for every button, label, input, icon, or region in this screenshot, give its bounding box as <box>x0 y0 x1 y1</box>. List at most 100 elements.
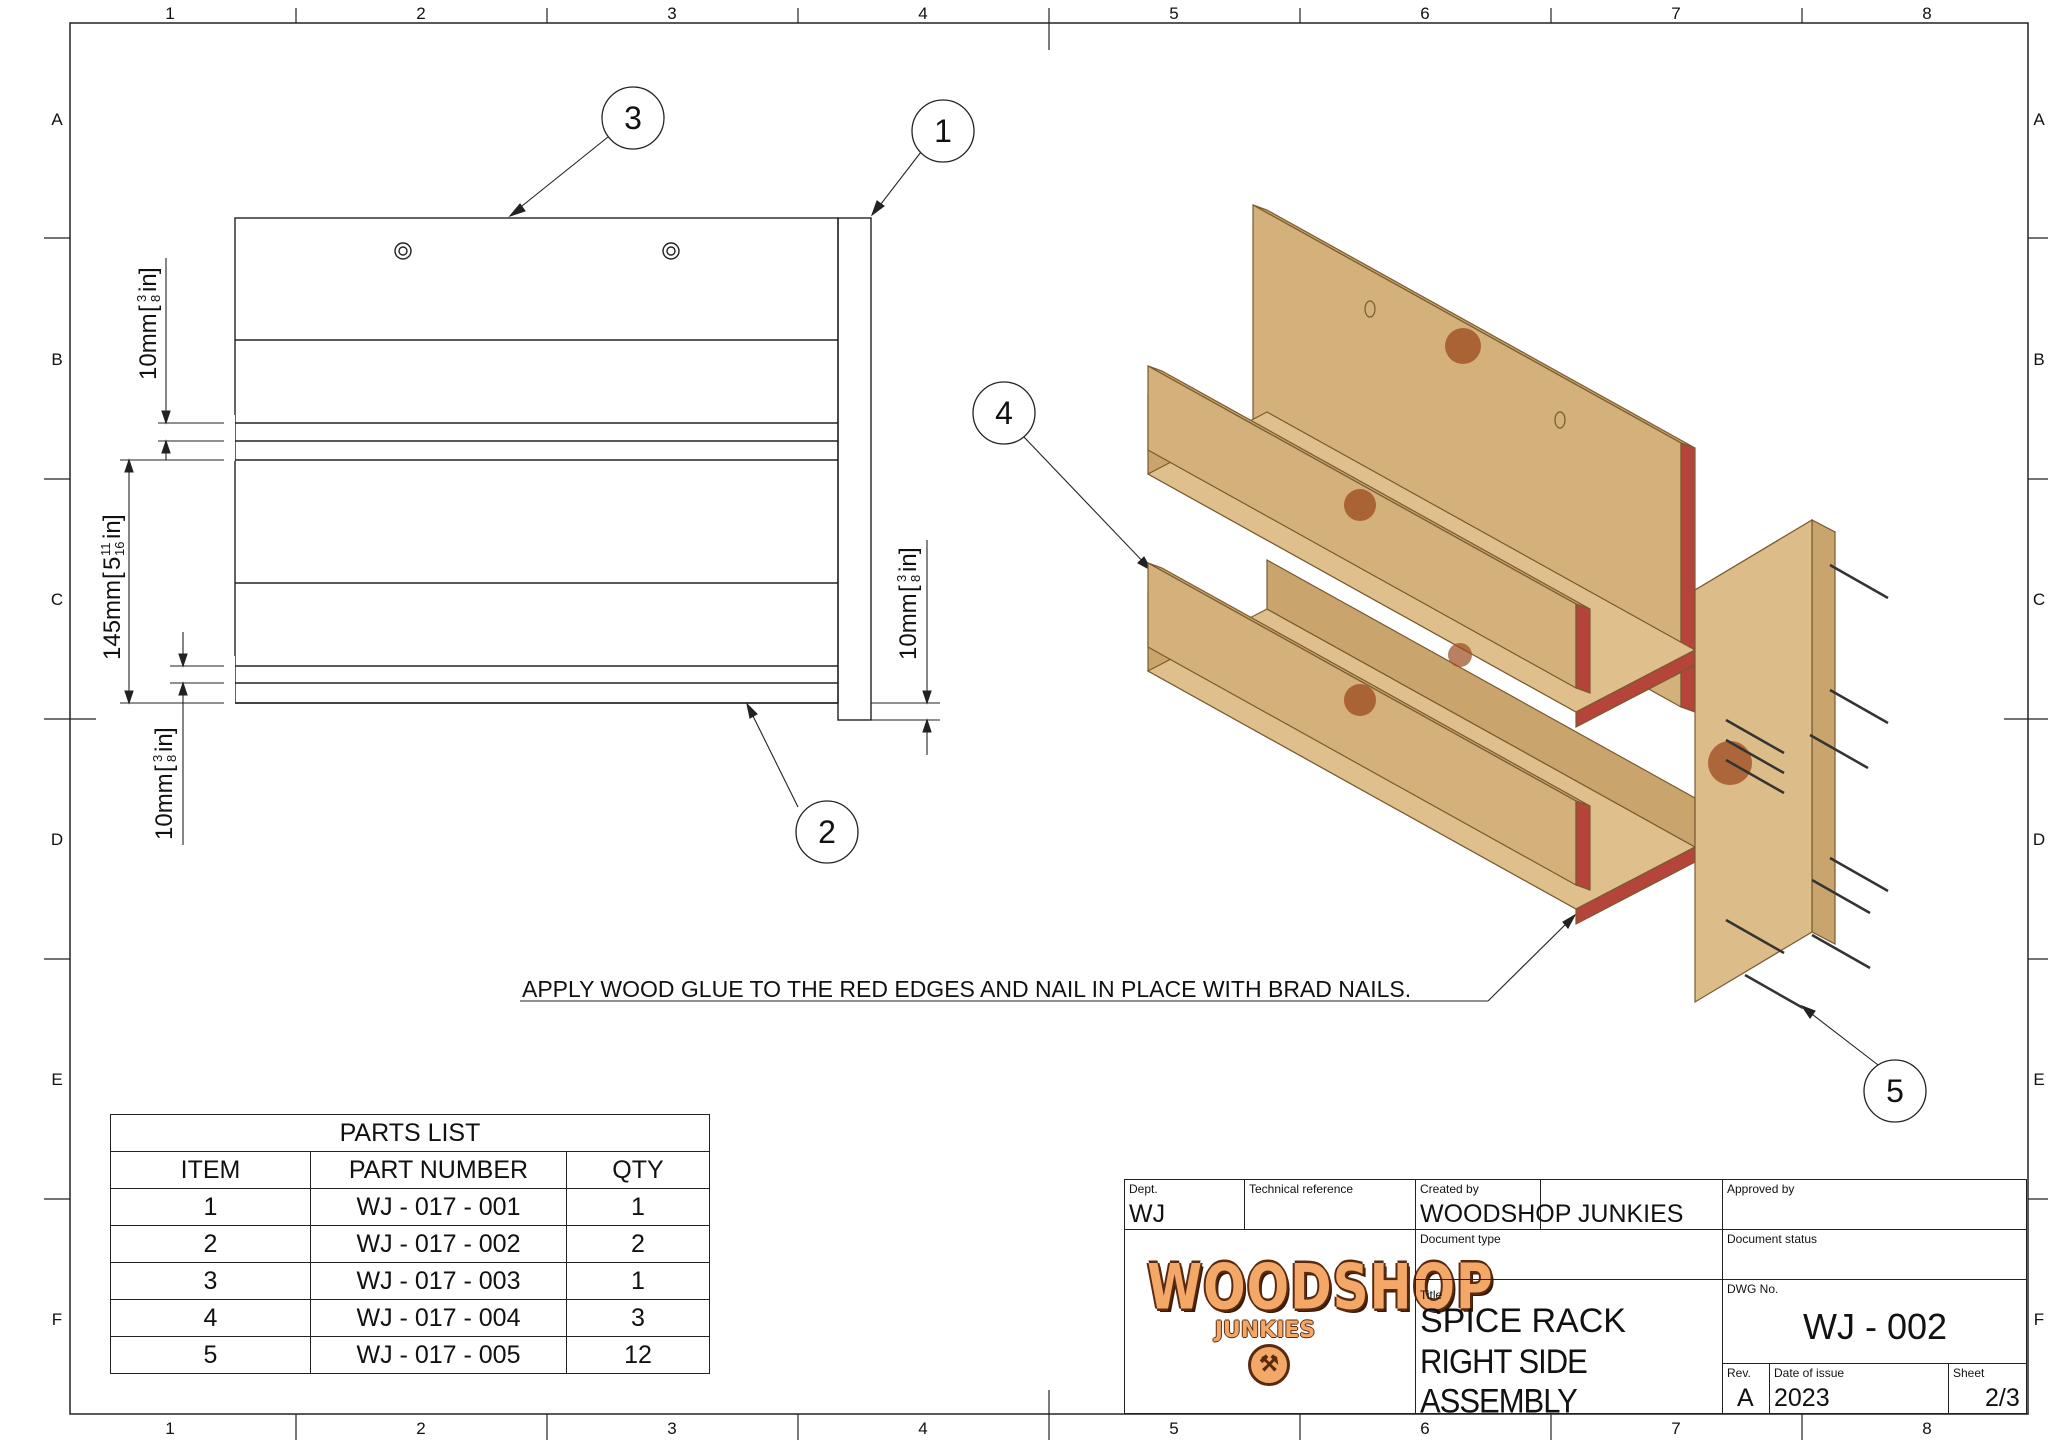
svg-text:11: 11 <box>98 543 113 557</box>
zone-col-1-bottom: 1 <box>165 1419 174 1438</box>
cell-part-number: WJ - 017 - 002 <box>310 1225 567 1263</box>
rev-value: A <box>1737 1384 1754 1412</box>
doc-type-label: Document type <box>1420 1232 1501 1246</box>
zone-col-6-bottom: 6 <box>1420 1419 1429 1438</box>
dim-top-gap: 10mm [ 3 8 in ] <box>134 267 163 380</box>
zone-col-2: 2 <box>416 4 425 23</box>
sheet-cell: Sheet 2/3 <box>1948 1363 2027 1414</box>
svg-text:3: 3 <box>134 295 149 302</box>
svg-text:2: 2 <box>818 814 836 850</box>
svg-text:in: in <box>135 273 162 292</box>
zone-row-e-right: E <box>2033 1070 2044 1089</box>
parts-list-title: PARTS LIST <box>110 1114 710 1152</box>
cell-item: 2 <box>110 1225 311 1263</box>
cell-item: 1 <box>110 1188 311 1226</box>
dwg-no-cell: DWG No. WJ - 002 <box>1722 1279 2027 1364</box>
date-value: 2023 <box>1774 1384 1830 1412</box>
zone-col-4-bottom: 4 <box>918 1419 927 1438</box>
balloon-2: 2 <box>795 800 859 864</box>
svg-text:[: [ <box>151 765 178 772</box>
svg-text:[: [ <box>895 585 922 592</box>
hanging-hole-left <box>394 242 412 260</box>
sheet-value: 2/3 <box>1985 1384 2020 1412</box>
zone-row-b-right: B <box>2033 350 2044 369</box>
parts-header-part-number: PART NUMBER <box>310 1151 567 1189</box>
svg-text:8: 8 <box>164 755 179 762</box>
doc-status-cell: Document status <box>1722 1229 2027 1280</box>
svg-text:4: 4 <box>995 395 1013 431</box>
svg-text:]: ] <box>895 547 922 554</box>
brad-nails <box>1725 563 1889 1010</box>
zone-row-a-right: A <box>2033 110 2045 129</box>
logo-wordmark: WOODSHOP <box>1147 1250 1494 1324</box>
cell-item: 5 <box>110 1336 311 1374</box>
isometric-view <box>1146 203 1837 1004</box>
front-view <box>234 217 872 721</box>
svg-text:1: 1 <box>934 113 952 149</box>
doc-status-label: Document status <box>1727 1232 1818 1246</box>
cell-qty: 1 <box>566 1262 710 1300</box>
balloon-3: 3 <box>601 86 665 150</box>
hammer-icon: ⚒ <box>1248 1344 1290 1386</box>
svg-text:[: [ <box>99 572 126 579</box>
svg-text:3: 3 <box>150 755 165 762</box>
title-label: Title <box>1420 1288 1443 1302</box>
svg-text:in: in <box>151 733 178 752</box>
hanging-hole-right <box>662 242 680 260</box>
svg-text:145mm: 145mm <box>99 580 126 660</box>
zone-col-7: 7 <box>1671 4 1680 23</box>
drawing-title: SPICE RACK <box>1420 1302 1626 1340</box>
rev-cell: Rev. A <box>1722 1363 1770 1414</box>
approved-by-label: Approved by <box>1727 1182 1795 1196</box>
zone-col-8-bottom: 8 <box>1922 1419 1931 1438</box>
cell-item: 3 <box>110 1262 311 1300</box>
assembly-note: APPLY WOOD GLUE TO THE RED EDGES AND NAI… <box>522 976 1411 1002</box>
svg-text:16: 16 <box>112 542 127 556</box>
leader-lines <box>508 136 1883 1069</box>
cell-qty: 12 <box>566 1336 710 1374</box>
zone-col-6: 6 <box>1420 4 1429 23</box>
dimension-lines <box>120 258 940 845</box>
balloon-1: 1 <box>911 99 975 163</box>
svg-text:in: in <box>895 553 922 572</box>
sheet-label: Sheet <box>1953 1366 1985 1380</box>
svg-text:[: [ <box>135 305 162 312</box>
created-by-label: Created by <box>1420 1182 1479 1196</box>
drawing-subtitle: RIGHT SIDE ASSEMBLY <box>1420 1342 1588 1421</box>
title-block: Dept. WJ Technical reference WOODSHOP JU… <box>1124 1179 2027 1420</box>
dim-side-offset: 10mm [ 3 8 in ] <box>894 547 923 660</box>
title-cell: Title SPICE RACK RIGHT SIDE ASSEMBLY <box>1415 1279 1723 1420</box>
approved-by-cell: Approved by <box>1722 1179 2027 1230</box>
zone-col-5-bottom: 5 <box>1169 1419 1178 1438</box>
zone-row-d: D <box>51 830 63 849</box>
svg-text:8: 8 <box>148 295 163 302</box>
zone-col-4: 4 <box>918 4 927 23</box>
dwg-no-label: DWG No. <box>1727 1282 1779 1296</box>
zone-col-2-bottom: 2 <box>416 1419 425 1438</box>
cell-qty: 2 <box>566 1225 710 1263</box>
zone-row-c: C <box>51 590 63 609</box>
dwg-no-value: WJ - 002 <box>1803 1306 1948 1347</box>
tech-ref-label: Technical reference <box>1249 1182 1354 1196</box>
cell-qty: 1 <box>566 1188 710 1226</box>
svg-text:8: 8 <box>908 575 923 582</box>
zone-col-3-bottom: 3 <box>667 1419 676 1438</box>
svg-text:10mm: 10mm <box>151 773 178 840</box>
side-panel-outline <box>837 217 872 721</box>
zone-col-8: 8 <box>1922 4 1931 23</box>
cell-part-number: WJ - 017 - 005 <box>310 1336 567 1374</box>
cell-part-number: WJ - 017 - 001 <box>310 1188 567 1226</box>
dept-cell: Dept. WJ <box>1124 1179 1245 1230</box>
zone-col-7-bottom: 7 <box>1671 1419 1680 1438</box>
svg-text:]: ] <box>99 514 126 521</box>
balloon-4: 4 <box>972 381 1036 445</box>
doc-type-cell: Document type <box>1415 1229 1723 1280</box>
svg-text:]: ] <box>135 267 162 274</box>
cell-part-number: WJ - 017 - 003 <box>310 1262 567 1300</box>
